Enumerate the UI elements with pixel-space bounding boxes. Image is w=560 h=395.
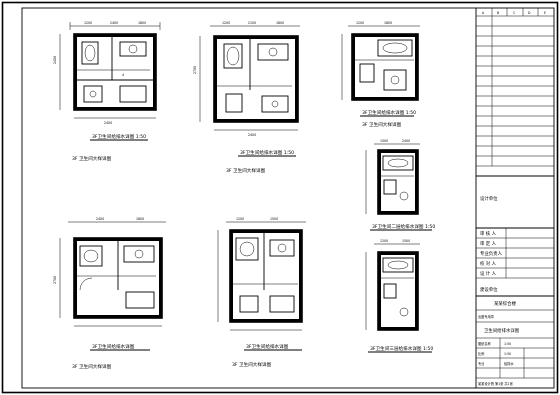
dim-1b: 2400 — [110, 21, 118, 25]
tb-mark-b: B — [497, 11, 499, 15]
dim-5a: 2400 — [96, 217, 104, 221]
tb-sig-5: 设 计 人 — [480, 270, 497, 277]
title-block: A B C D E 设计单位 审 核 人 审 定 人 专业负责人 校 对 人 — [475, 8, 554, 388]
dim-5b: 1800 — [136, 217, 144, 221]
caption-6-line2: 3F 卫生间大样详图 — [232, 361, 272, 368]
dim-4b: 2400 — [402, 139, 410, 143]
tb-row3-value: 给排水 — [504, 361, 514, 366]
plan-4: 1500 2400 3F卫生间二层给排水详图 1:50 — [365, 139, 435, 231]
inner-border — [21, 7, 555, 389]
caption-2-line2: 3F 卫生间大样详图 — [226, 167, 266, 174]
dim-1c: 1800 — [138, 21, 146, 25]
dim-1a: 1200 — [84, 21, 92, 25]
caption-2-line1: 3F卫生间给排水详图 1:50 — [240, 149, 294, 156]
tb-section-label: 建设单位 — [480, 286, 498, 293]
caption-5-line1: 3F卫生间给排水详图 — [92, 343, 135, 350]
svg-text:2700: 2700 — [53, 276, 57, 284]
tb-design-unit: 设计单位 — [480, 195, 498, 202]
tb-row2-value: 1:50 — [504, 352, 511, 356]
tb-project-name: 某某综合楼 — [494, 300, 517, 307]
dim-2a: 1200 — [222, 21, 230, 25]
plan-7: 1200 1500 3F卫生间三层给排水详图 1:50 — [365, 239, 433, 353]
plan-1: 1200 2400 1800 4 2400 2400 3F卫生间给排水详图 1:… — [53, 21, 161, 162]
tb-row2-label: 比例 — [478, 351, 484, 356]
tb-row3-label: 专业 — [478, 361, 484, 366]
tb-mark-c: C — [513, 11, 516, 15]
dim-6b: 1500 — [270, 217, 278, 221]
dim-3a: 1200 — [356, 21, 364, 25]
caption-4-line1: 3F卫生间二层给排水详图 1:50 — [372, 223, 435, 230]
svg-text:2400: 2400 — [53, 56, 57, 64]
svg-text:2400: 2400 — [248, 133, 256, 137]
tb-sig-3: 专业负责人 — [480, 250, 503, 257]
tb-mark-d: D — [528, 11, 531, 15]
plan-3: 1200 1800 3F卫生间给排水详图 1:50 3F 卫生间大样详图 — [341, 21, 420, 128]
dim-4a: 1500 — [380, 139, 388, 143]
tb-mark-e: E — [544, 11, 546, 15]
plan-2: 1200 2100 1800 2700 2400 3F卫生间给排水详图 1:50… — [193, 21, 300, 174]
tb-sig-4: 校 对 人 — [480, 260, 497, 267]
caption-5-line2: 3F 卫生间大样详图 — [72, 363, 112, 370]
tb-sheet-title: 卫生间给排水详图 — [484, 327, 520, 334]
svg-text:2400: 2400 — [104, 121, 112, 125]
svg-text:2700: 2700 — [193, 66, 197, 74]
plan-6: 1200 1500 3F卫生间给排水详图 3F 卫生间大样详图 — [217, 217, 306, 368]
caption-3-line1: 3F卫生间给排水详图 1:50 — [362, 109, 416, 116]
caption-3-line2: 3F 卫生间大样详图 — [362, 121, 402, 128]
dim-6a: 1200 — [236, 217, 244, 221]
plan-5: 2400 1800 2700 3F卫生间给排水详图 3F 卫生间大样详图 — [53, 217, 166, 370]
caption-7-line1: 3F卫生间三层给排水详图 1:50 — [370, 345, 433, 352]
tb-sig-2: 审 定 人 — [480, 240, 497, 247]
dim-7a: 1200 — [380, 239, 388, 243]
caption-1-line1: 3F卫生间给排水详图 1:50 — [92, 133, 146, 140]
caption-1-line2: 3F 卫生间大样详图 — [72, 155, 112, 162]
dim-2c: 1800 — [276, 21, 284, 25]
tb-row1-value: 1:50 — [504, 342, 511, 346]
tb-mark-a: A — [482, 11, 485, 15]
svg-text:4: 4 — [122, 73, 124, 77]
tb-bottom-note: 某某设计院 第1张 共1张 — [478, 381, 514, 386]
tb-stamp: 出图专用章 — [478, 314, 495, 319]
dim-3b: 1800 — [384, 21, 392, 25]
tb-sig-1: 审 核 人 — [480, 230, 497, 237]
tb-row1-label: 图纸名称 — [478, 341, 492, 346]
dim-7b: 1500 — [402, 239, 410, 243]
caption-6-line1: 3F卫生间给排水详图 — [246, 343, 289, 350]
dim-2b: 2100 — [248, 21, 256, 25]
